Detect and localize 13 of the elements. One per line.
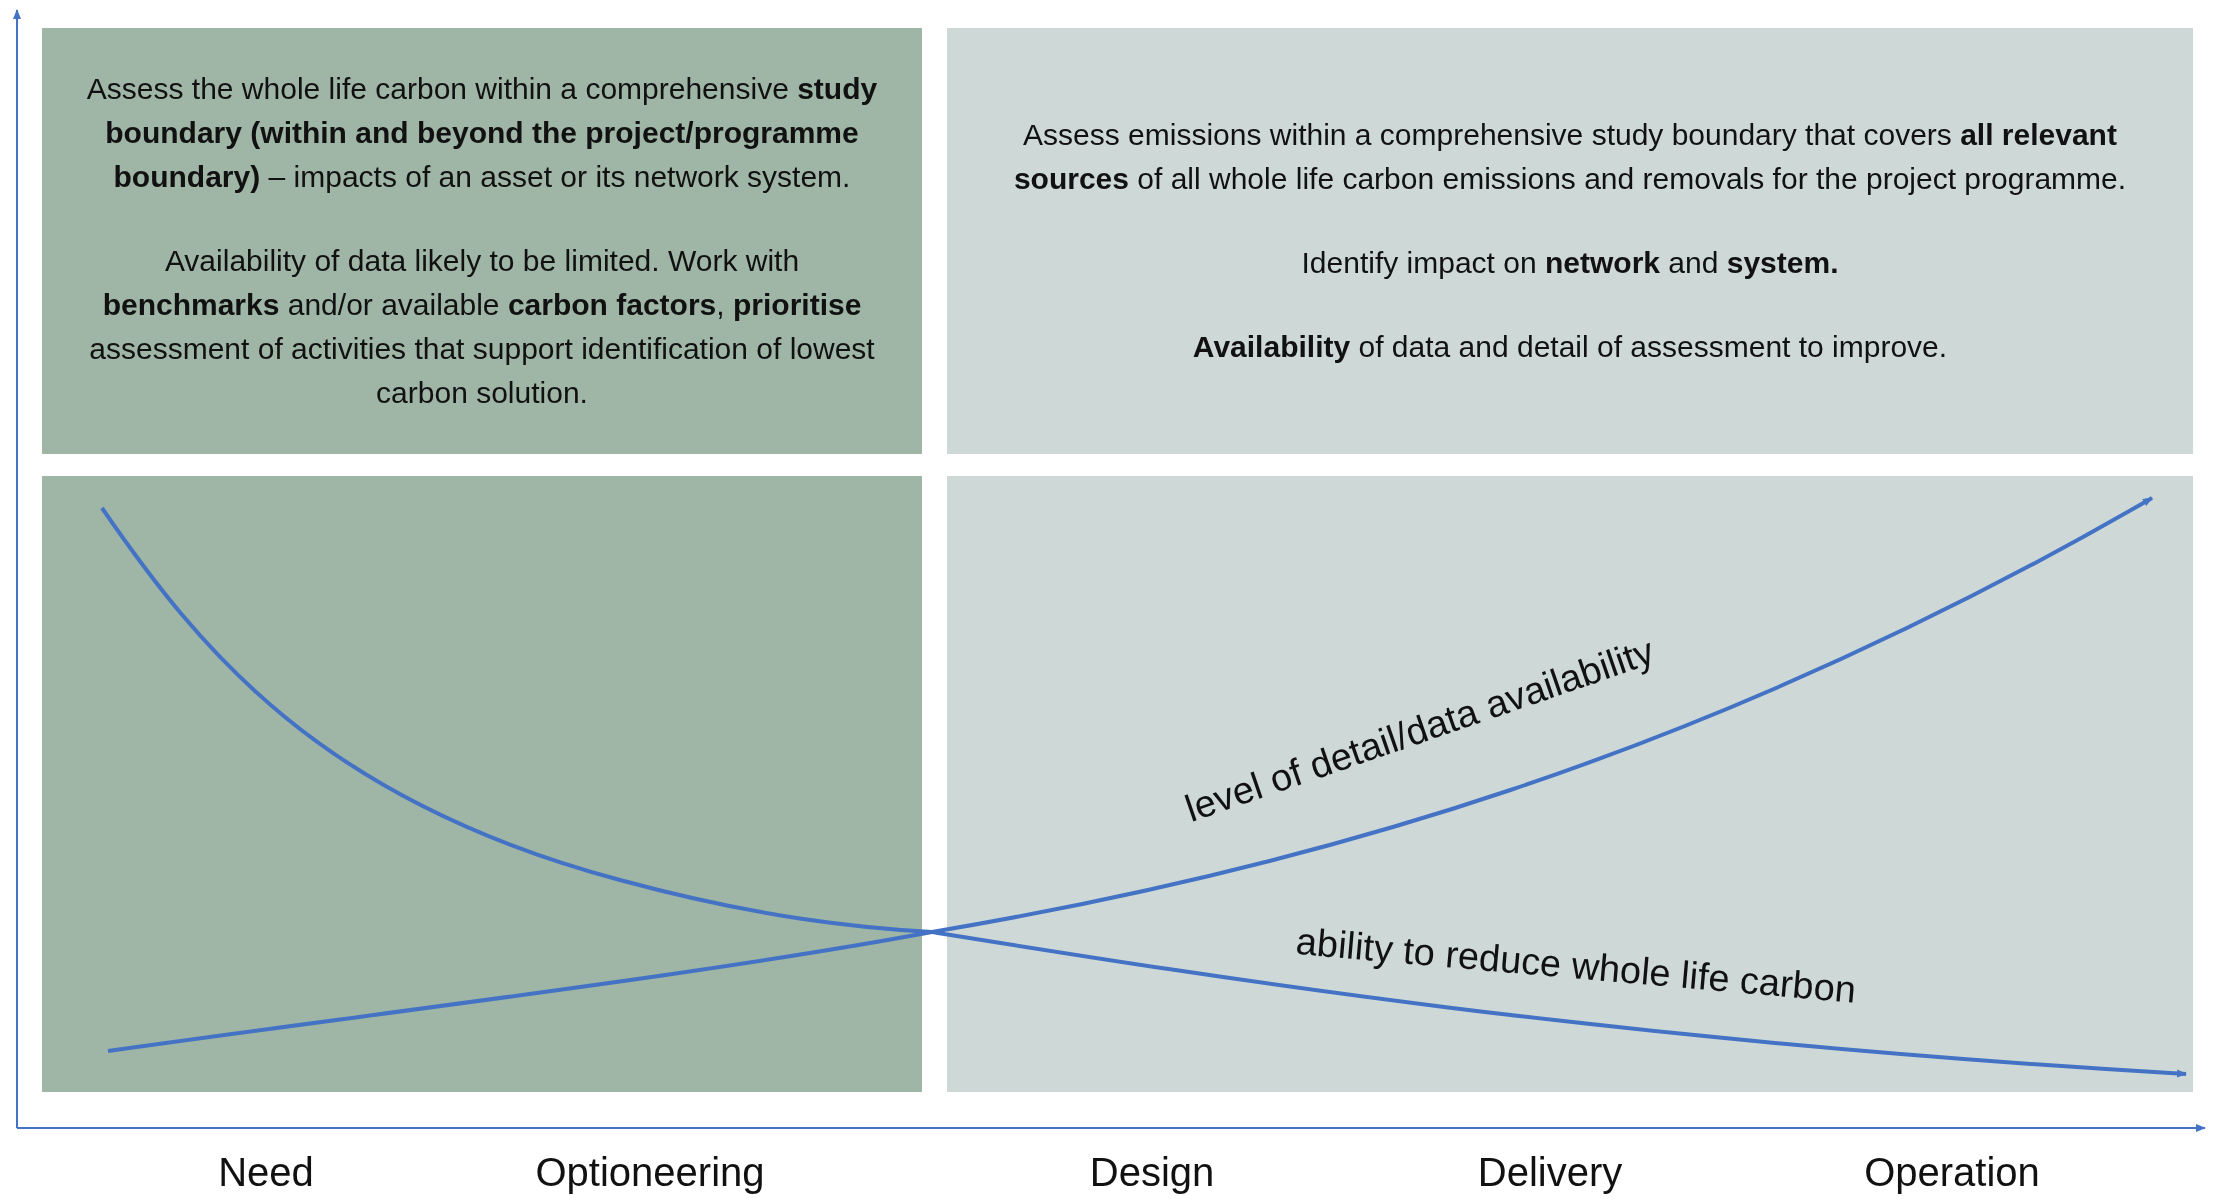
description-text: Identify impact on network and system. <box>1301 245 1839 281</box>
description-text: Assess the whole life carbon within a comprehensive study boundary (within and beyond the project/programme boundary) – impacts of an asset or its network system. <box>85 71 879 195</box>
text-panel <box>947 28 2193 454</box>
axis-label: Delivery <box>1477 1150 1623 1195</box>
description-text: Availability of data likely to be limited. Work with benchmarks and/or available carbon factors, prioritise assessment of activities that support identification of lowest carbon solution. <box>88 243 876 411</box>
curve-label: ability to reduce whole life carbon <box>1294 920 1858 1012</box>
axis-label: Need <box>218 1150 314 1195</box>
text-panel <box>42 28 922 454</box>
axis-label: Design <box>1089 1150 1215 1195</box>
description-text: Availability of data and detail of assessment to improve. <box>1192 329 1948 365</box>
description-text: Assess emissions within a comprehensive study boundary that covers all relevant sources of all whole life carbon emissions and removals for the project programme. <box>1012 117 2128 197</box>
axis-label: Optioneering <box>535 1150 765 1195</box>
axis-label: Operation <box>1864 1150 2040 1195</box>
